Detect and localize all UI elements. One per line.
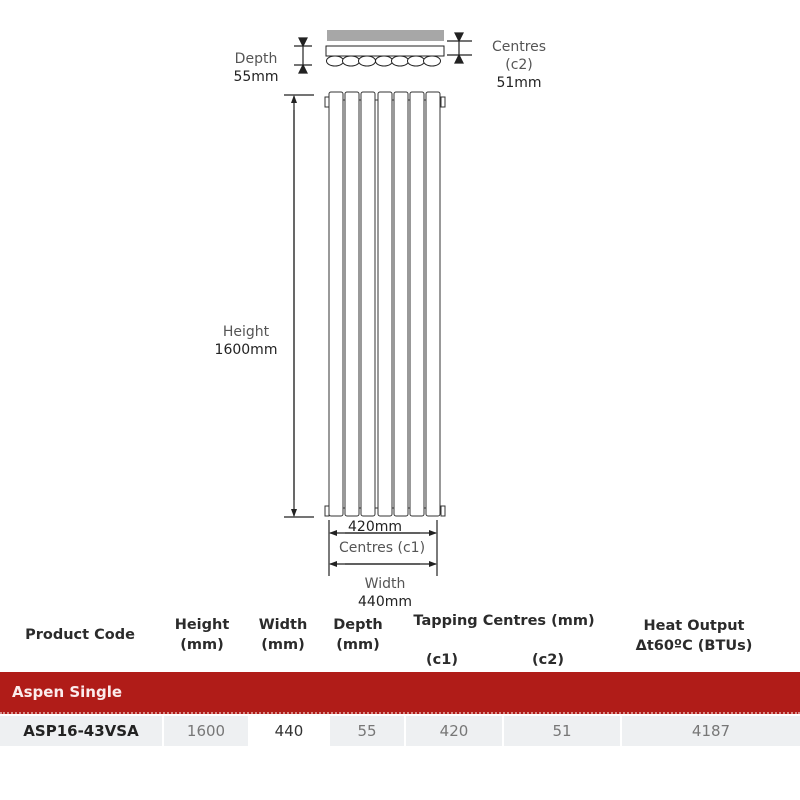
depth-dimension-marker	[294, 37, 312, 74]
centres-c1-value: 420mm	[348, 519, 402, 535]
table-row: ASP16-43VSA 1600 440 55 420 51 4187	[0, 716, 800, 746]
cell-height: 1600	[164, 716, 248, 746]
centres-c2-label-text: Centres	[491, 39, 547, 55]
header-c2: (c2)	[532, 652, 564, 668]
depth-label-text: Depth	[234, 51, 278, 67]
tube-ovals	[326, 55, 441, 67]
wall-plan-view	[327, 30, 444, 41]
centres-c2-label: Centres (c2) 51mm	[484, 38, 554, 92]
radiator-dimension-diagram: Depth 55mm Centres (c2) 51mm Height 1600…	[208, 30, 554, 611]
radiator-front-view	[324, 91, 446, 517]
header-heat-output: Heat Output Δt60ºC (BTUs)	[624, 616, 764, 656]
header-width-line1: Width	[258, 617, 308, 633]
width-label-text: Width	[364, 576, 406, 592]
radiator-joint-brackets	[343, 99, 426, 509]
radiator-drawing	[284, 30, 472, 576]
cell-product-code: ASP16-43VSA	[0, 716, 162, 746]
header-depth-line1: Depth	[333, 617, 383, 633]
cell-heat-output: 4187	[622, 716, 800, 746]
depth-label: Depth 55mm	[226, 50, 286, 86]
header-depth-line2: (mm)	[336, 637, 380, 653]
cell-c1: 420	[406, 716, 502, 746]
height-value: 1600mm	[214, 342, 278, 358]
cell-depth: 55	[330, 716, 404, 746]
header-heat-line1: Heat Output	[643, 618, 745, 634]
header-width: Width (mm)	[250, 615, 316, 655]
group-header-aspen-single: Aspen Single	[0, 672, 800, 714]
height-label-text: Height	[222, 324, 270, 340]
cell-width: 440	[250, 716, 328, 746]
centres-c2-value: 51mm	[496, 75, 542, 91]
header-product-code: Product Code	[25, 627, 135, 643]
radiator-plan-view	[325, 45, 445, 57]
header-height-line1: Height	[174, 617, 230, 633]
cell-c2: 51	[504, 716, 620, 746]
header-width-line2: (mm)	[261, 637, 305, 653]
header-tapping-centres: Tapping Centres (mm)	[413, 613, 595, 629]
header-depth: Depth (mm)	[324, 615, 392, 655]
width-label: Width 440mm	[345, 575, 425, 611]
centres-c1-dimension-marker	[328, 520, 438, 576]
header-height: Height (mm)	[166, 615, 238, 655]
centres-c2-dimension-marker	[447, 32, 472, 64]
spec-table: Product Code Height (mm) Width (mm) Dept…	[0, 606, 800, 746]
width-value: 440mm	[358, 594, 412, 610]
header-height-line2: (mm)	[180, 637, 224, 653]
centres-c1-label: Centres (c1)	[338, 540, 426, 556]
height-dimension-marker	[284, 94, 314, 518]
centres-c2-sub: (c2)	[505, 57, 533, 73]
table-header-row: Product Code Height (mm) Width (mm) Dept…	[0, 606, 800, 672]
header-heat-line2: Δt60ºC (BTUs)	[635, 638, 753, 654]
header-c1: (c1)	[426, 652, 458, 668]
group-label: Aspen Single	[12, 683, 123, 701]
height-label: Height 1600mm	[208, 323, 284, 359]
depth-value: 55mm	[233, 69, 279, 85]
